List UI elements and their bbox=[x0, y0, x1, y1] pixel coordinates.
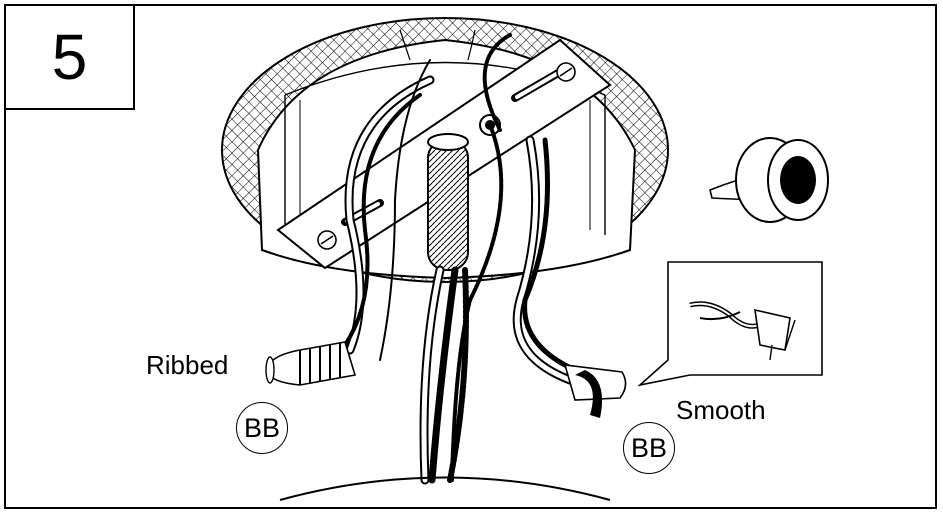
smooth-label: Smooth bbox=[676, 395, 766, 425]
diagram-frame bbox=[4, 4, 937, 509]
ribbed-wire-connector bbox=[265, 341, 357, 386]
fan-wires bbox=[343, 33, 578, 485]
fan-housing-arc bbox=[279, 476, 611, 501]
part-badge-right-text: BB bbox=[630, 432, 668, 463]
ribbed-label: Ribbed bbox=[146, 350, 229, 380]
step-number: 5 bbox=[51, 21, 88, 93]
wire-twist-callout-icon bbox=[637, 261, 823, 387]
part-badge-right: BB bbox=[623, 422, 675, 474]
part-badge-left-text: BB bbox=[243, 412, 281, 443]
smooth-wire-connector bbox=[563, 364, 627, 418]
step-number-box: 5 bbox=[4, 4, 135, 110]
electrical-tape-icon bbox=[709, 137, 829, 223]
down-rod bbox=[427, 133, 469, 271]
part-badge-left: BB bbox=[236, 402, 288, 454]
